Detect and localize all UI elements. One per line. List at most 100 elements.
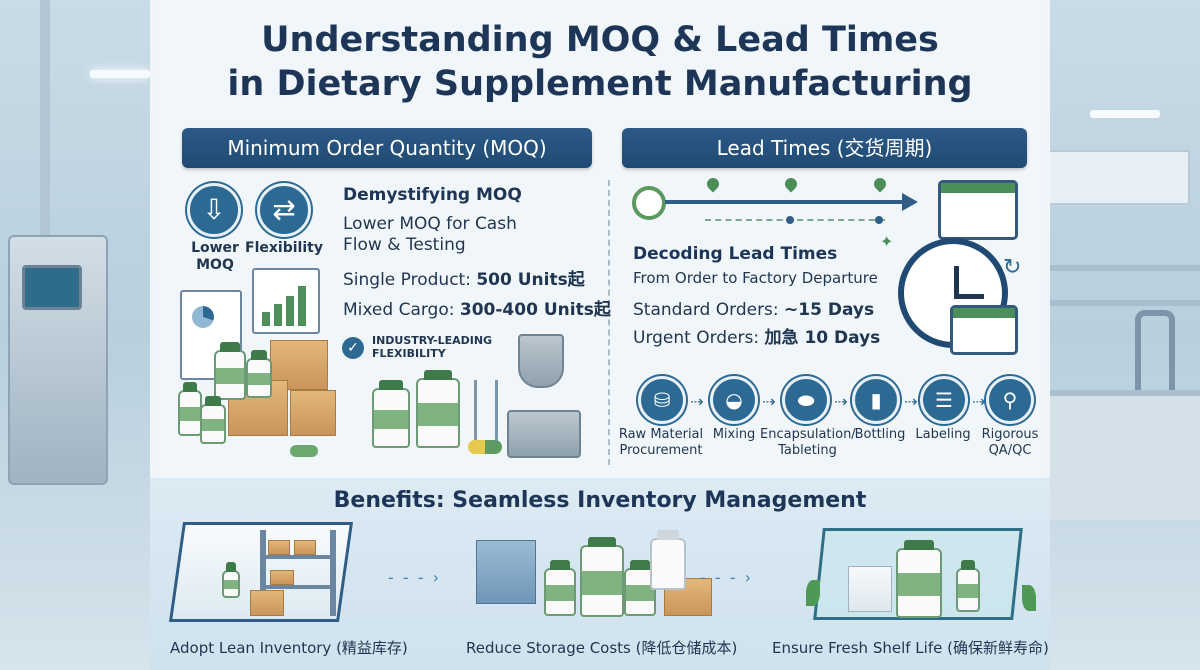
microscope-icon [1135,310,1175,390]
process-label-line1: Raw Material [618,427,704,442]
supplement-bottle [372,380,410,448]
storage-box-blue [476,540,536,604]
moq-description-line2: Flow & Testing [343,235,466,255]
process-arrow: ⇢ [972,392,986,411]
supplement-bottle [416,370,460,448]
cycle-arrow-icon: ↻ [1003,255,1022,280]
capsule-pill [290,445,318,457]
title-line-1: Understanding MOQ & Lead Times [261,20,939,60]
process-label-line1: Encapsulation/ [760,427,856,442]
pie-chart-icon [192,306,214,328]
timeline-dot [786,216,794,224]
process-label-qa: Rigorous QA/QC [978,427,1042,459]
barrel-icon: ⛁ [638,376,686,424]
process-label-line2: Tableting [778,443,837,458]
background-lab-right [1040,0,1200,670]
supplement-bottle [214,342,246,400]
process-label-encapsulation: Encapsulation/ Tableting [760,427,856,459]
calendar-icon [950,305,1018,355]
supplement-bottle [246,350,272,398]
badge-line1: INDUSTRY-LEADING [372,334,493,347]
ceiling-lamp [1090,110,1160,118]
process-label-bottling: Bottling [854,427,906,442]
benefit-label-storage-costs: Reduce Storage Costs (降低仓储成本) [466,639,738,657]
storage-rack [330,530,336,616]
clear-jar [650,530,686,590]
leaf-icon [1022,585,1036,611]
ceiling-lamp [90,70,150,78]
moq-description: Lower MOQ for Cash Flow & Testing [343,214,517,256]
lower-moq-label: Lower MOQ [180,240,250,274]
page-title: Understanding MOQ & Lead Times in Dietar… [150,18,1050,106]
capsule-pill [468,440,502,454]
section-divider [608,180,610,465]
standard-orders-prefix: Standard Orders: [633,300,785,320]
cardboard-box [294,540,316,555]
lab-bench [1040,390,1200,520]
mixed-cargo-line: Mixed Cargo: 300-400 Units起 [343,300,611,321]
supplement-bottle [178,382,202,436]
benefit-label-lean-inventory: Adopt Lean Inventory (精益库存) [170,639,408,657]
single-product-prefix: Single Product: [343,270,477,290]
benefit-label-fresh-shelf-life: Ensure Fresh Shelf Life (确保新鲜寿命) [772,639,1049,657]
process-arrow: ⇢ [904,392,918,411]
title-line-2: in Dietary Supplement Manufacturing [227,64,973,104]
mortar-icon: ◒ [710,376,758,424]
process-label-line1: Rigorous [981,427,1039,442]
process-label-line2: QA/QC [988,443,1032,458]
lab-shelf [1050,300,1200,306]
benefit-arrow: - - - › [388,568,441,587]
process-label-line2: Procurement [619,443,703,458]
timeline-arrowhead [902,193,918,211]
process-arrow: ⇢ [762,392,776,411]
timeline-line [665,200,905,204]
sparkle-icon: ✦ [880,232,894,251]
mixed-cargo-value: 300-400 Units起 [459,300,611,320]
benefits-title: Benefits: Seamless Inventory Management [333,488,867,513]
benefit-arrow: - - - › [700,568,753,587]
mixing-funnel [518,334,564,388]
urgent-orders-line: Urgent Orders: 加急 10 Days [633,328,880,349]
mixing-machine [507,410,581,458]
magnifier-icon: ⚲ [986,376,1034,424]
leaf-icon [806,580,820,606]
supplement-bottle [896,540,942,618]
standard-orders-line: Standard Orders: ~15 Days [633,300,874,321]
moq-section-header: Minimum Order Quantity (MOQ) [182,128,592,168]
mixed-cargo-prefix: Mixed Cargo: [343,300,460,320]
label-icon: ☰ [920,376,968,424]
industry-leading-badge: INDUSTRY-LEADING FLEXIBILITY [372,334,492,360]
wall-cabinet [1040,150,1190,205]
lab-shelf [1050,265,1200,271]
timeline-subline [705,219,885,221]
lead-subheading: From Order to Factory Departure [633,269,878,287]
process-arrow: ⇢ [834,392,848,411]
supplement-bottle [580,537,624,617]
calendar-icon [938,180,1018,240]
supplement-bottle [222,562,240,598]
storage-shelf [260,555,336,559]
process-label-mixing: Mixing [712,427,756,442]
machine-screen [22,265,82,310]
supplement-bottle [956,560,980,612]
supplement-bottle [544,560,576,616]
background-lab-left [0,0,160,670]
process-arrow: ⇢ [690,392,704,411]
down-arrow-icon: ⇩ [187,183,241,237]
storage-rack [260,530,266,616]
swap-arrows-icon: ⇄ [257,183,311,237]
bottle-icon: ▮ [852,376,900,424]
cardboard-box [250,590,284,616]
moq-description-line1: Lower MOQ for Cash [343,214,517,234]
product-box [848,566,892,612]
urgent-orders-prefix: Urgent Orders: [633,328,765,348]
single-product-value: 500 Units起 [476,270,585,290]
lower-moq-label-line1: Lower [191,240,239,256]
capsule-icon: ⬬ [782,376,830,424]
storage-shelf [260,585,336,589]
lab-pipe [40,0,50,235]
urgent-orders-value: 加急 10 Days [764,328,881,348]
supplement-bottle [200,396,226,444]
process-label-raw-material: Raw Material Procurement [616,427,706,459]
timeline-dot [875,216,883,224]
